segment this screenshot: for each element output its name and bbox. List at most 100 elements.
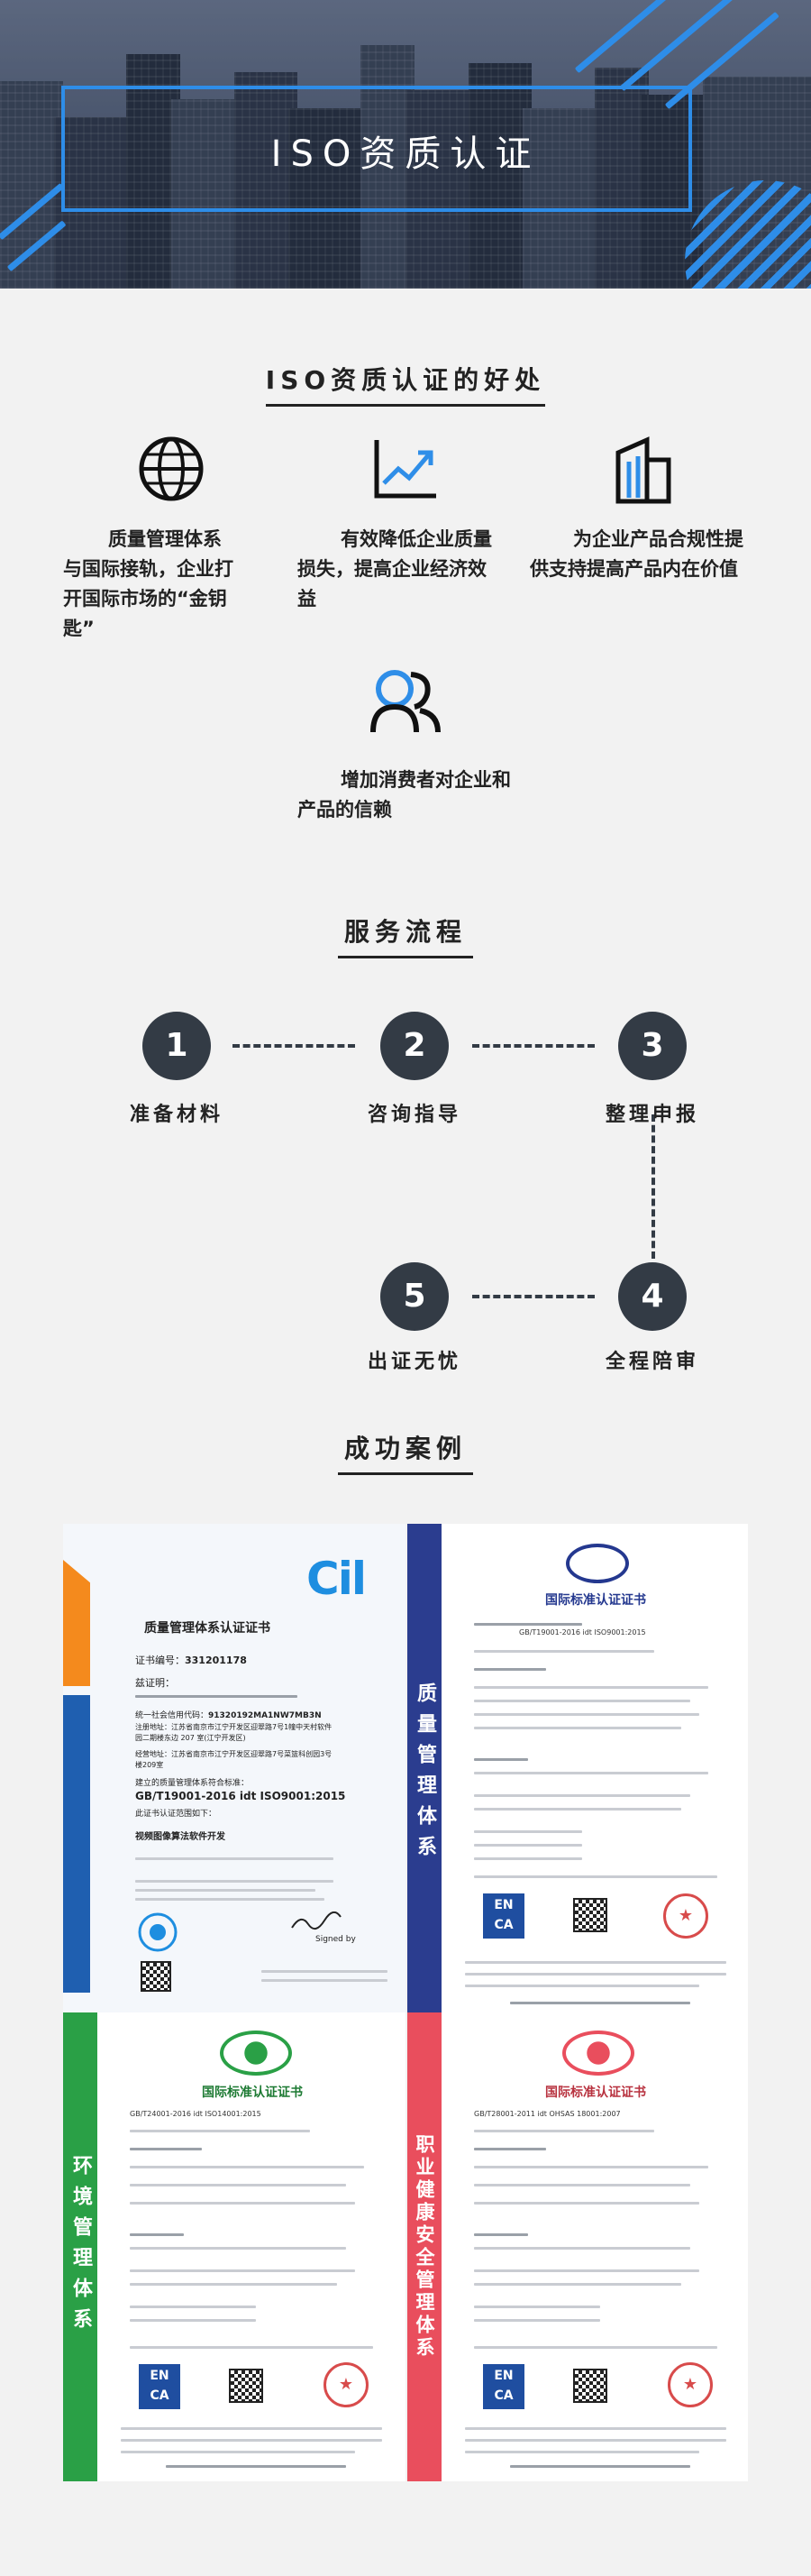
blurred-text [130,2269,355,2272]
banner-overlay [0,0,811,289]
blurred-text [474,2306,600,2308]
official-seal [663,1893,708,1939]
cil-reg-address: 注册地址：江苏省南京市江宁开发区迎翠路7号1幢中天村软件园二期楼东边 207 室… [135,1723,333,1742]
blurred-text [130,2346,373,2349]
cnca-logo: EN CA [139,2364,180,2409]
blurred-text [474,1686,708,1689]
building-icon [615,436,671,504]
building [54,117,135,289]
users-icon [370,670,441,733]
blurred-text [465,2439,726,2442]
certificate-quality: 质量管理体系 国际标准认证证书 GB/T19001-2016 idt ISO90… [407,1524,748,2025]
blurred-text [465,1985,699,1987]
blurred-text [130,2166,364,2168]
cil-stamp-icon [138,1912,178,1952]
building [288,108,369,289]
blurred-text [130,2247,346,2250]
cil-standard: GB/T19001-2016 idt ISO9001:2015 [135,1790,346,1802]
step-label: 整理申报 [605,1104,699,1126]
blurred-text [130,2306,256,2308]
blurred-text [474,1830,582,1833]
blurred-text [474,1844,582,1847]
blurred-text [121,2451,355,2453]
blurred-text [166,2465,346,2468]
blurred-text [121,2439,382,2442]
building [234,72,297,289]
blurred-text [510,2002,690,2004]
blurred-text [474,1808,681,1811]
cil-statement: 建立的质量管理体系符合标准： [135,1779,250,1788]
process-title-text: 服务流程 [343,917,467,947]
certificate-heading: 国际标准认证证书 [545,2086,646,2100]
cases-section-title: 成功案例 [0,1429,811,1475]
blurred-text [474,2184,690,2186]
banner-title: ISO资质认证 [270,133,541,175]
official-seal [323,2362,369,2407]
blurred-text [130,2130,310,2132]
blurred-text [261,1970,387,1973]
blurred-text [474,2233,528,2236]
blurred-text [474,1758,528,1761]
building [0,81,63,289]
emblem-icon [220,2031,292,2076]
blurred-text [474,1623,582,1626]
cil-signed-by: Signed by [315,1935,356,1944]
title-frame [61,86,692,212]
cil-certificate: Cil 质量管理体系认证证书 证书编号：331201178 兹证明： 统一社会信… [63,1524,406,2025]
certificate-band [63,2012,97,2481]
blurred-text [474,2202,699,2205]
emblem-icon [562,2031,634,2076]
building [523,108,604,289]
process-section-title: 服务流程 [0,912,811,958]
certificate-band-label: 质量管理体系 [414,1682,436,1866]
emblem-icon [566,1544,629,1583]
blurred-text [135,1880,333,1883]
blurred-text [474,2130,654,2132]
certificate-band [407,2012,442,2481]
certificate-occupational-health: 职业健康安全管理体系 国际标准认证证书 GB/T28001-2011 idt O… [407,2012,748,2481]
title-underline [338,1472,473,1475]
step-number: 1 [142,1012,211,1080]
blurred-text [474,2283,681,2286]
blurred-text [510,2465,690,2468]
building [406,90,478,289]
building [469,63,532,289]
blurred-text [474,1668,546,1671]
cil-holder-label: 兹证明： [135,1677,175,1689]
blurred-text [474,1727,681,1729]
blurred-text [474,2346,717,2349]
blurred-text [474,1700,690,1702]
blurred-text [130,2148,202,2150]
step-label: 出证无忧 [367,1351,461,1373]
blurred-text [130,2184,346,2186]
certificate-standard-small: GB/T19001-2016 idt ISO9001:2015 [519,1628,646,1636]
blurred-text [261,1979,387,1982]
certificate-document: 国际标准认证证书 GB/T28001-2011 idt OHSAS 18001:… [456,2021,735,2472]
blurred-text [474,1857,582,1860]
cnca-logo: EN CA [483,1893,524,1939]
blurred-text [135,1857,333,1860]
blurred-text [121,2427,382,2430]
orange-decoration [63,1560,90,1686]
signature-icon [291,1911,342,1930]
benefit-text: 有效降低企业质量损失，提高企业经济效益 [297,528,492,610]
blurred-text [130,2283,337,2286]
benefit-text: 增加消费者对企业和产品的信赖 [297,769,511,820]
blurred-text [474,2148,546,2150]
certificate-environment: 环境管理体系 国际标准认证证书 GB/T24001-2016 idt ISO14… [63,2012,406,2481]
blurred-text [465,2427,726,2430]
title-underline [266,404,545,407]
blurred-text [135,1889,315,1892]
blurred-text [465,1961,726,1964]
connector-line [472,1295,595,1298]
title-underline [338,956,473,958]
cil-scope-label: 此证书认证范围如下： [135,1810,217,1819]
connector-line [232,1044,355,1048]
cases-title-text: 成功案例 [343,1434,467,1463]
certificate-standard-small: GB/T28001-2011 idt OHSAS 18001:2007 [474,2110,621,2118]
globe-icon [139,436,204,501]
blurred-text [474,2319,600,2322]
blurred-text [130,2202,355,2205]
hero-banner: ISO资质认证 [0,0,811,289]
blurred-text [474,1772,708,1774]
